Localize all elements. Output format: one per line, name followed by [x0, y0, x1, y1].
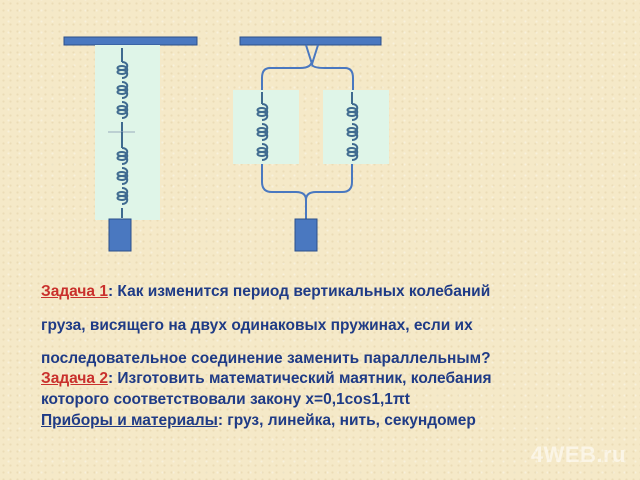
parallel-ceiling-bar — [239, 36, 382, 46]
series-spring-upper — [116, 48, 129, 132]
parallel-spring-setup — [233, 36, 389, 252]
materials-label: Приборы и материалы — [41, 412, 218, 429]
task1-line3: последовательное соединение заменить пар… — [41, 350, 491, 367]
task2-task-start: : Изготовить математический маятник, кол… — [107, 370, 492, 387]
materials-list: : груз, линейка, нить, секундомер — [217, 412, 476, 429]
task2-label: Задача 2 — [41, 370, 108, 387]
series-spring-lower — [116, 132, 129, 218]
series-ceiling-bar — [63, 36, 198, 46]
materials-line: Приборы и материалы: груз, линейка, нить… — [41, 412, 631, 430]
task1-line2: груза, висящего на двух одинаковых пружи… — [41, 317, 473, 334]
task2-line2: которого соответствовали закону x=0,1cos… — [41, 391, 410, 408]
parallel-upper-hanger — [261, 44, 354, 90]
task1-question-start: : Как изменится период вертикальных коле… — [107, 283, 491, 300]
task1-line1: Задача 1: Как изменится период вертикаль… — [41, 283, 631, 301]
parallel-lower-hanger — [261, 164, 353, 220]
watermark: 4WEB.ru — [530, 442, 626, 467]
series-load-weight — [108, 218, 132, 252]
task1-label: Задача 1 — [41, 283, 108, 300]
task2-line1: Задача 2: Изготовить математический маят… — [41, 370, 631, 388]
parallel-load-weight — [294, 218, 318, 252]
series-spring-setup — [63, 36, 198, 252]
